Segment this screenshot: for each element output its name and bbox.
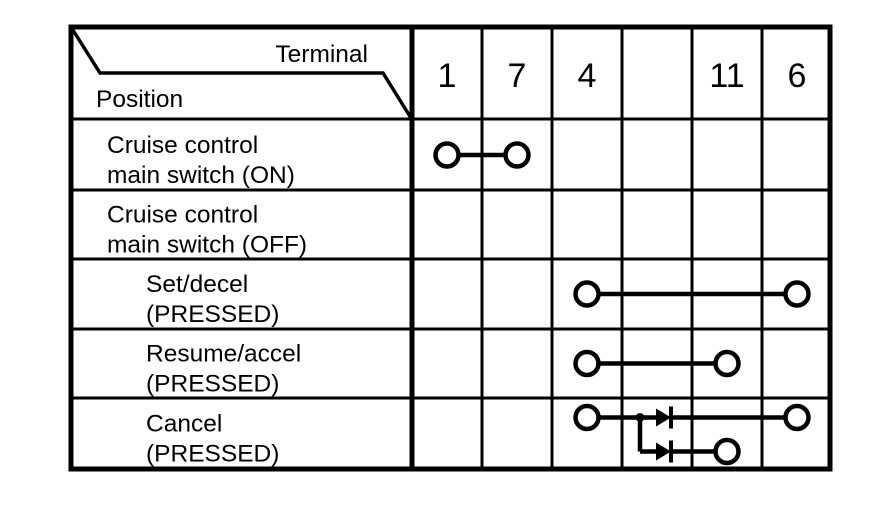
position-row-labels: Cruise control main switch (ON) Cruise con… [107, 132, 307, 468]
diode-icon [656, 408, 671, 427]
terminal-number: 6 [788, 57, 807, 95]
row-label-line: Resume/accel [146, 341, 301, 368]
row-label-line: Cruise control [107, 202, 258, 229]
terminal-contact-circle [433, 141, 461, 169]
row-label-line: (PRESSED) [146, 371, 279, 398]
terminal-contact-circle [573, 349, 601, 378]
row-label-line: main switch (ON) [107, 162, 295, 189]
row-label-line: (PRESSED) [146, 301, 279, 328]
row-label-line: Cruise control [107, 132, 258, 159]
terminal-contact-circle [783, 403, 811, 432]
terminal-column-headers: 1 7 4 11 6 [438, 57, 807, 95]
terminal-contact-circle [713, 437, 741, 466]
corner-terminal-label: Terminal [275, 41, 368, 68]
continuity-symbols [433, 141, 811, 466]
row-label-line: Set/decel [146, 271, 248, 298]
terminal-contact-circle [503, 141, 531, 169]
terminal-number: 4 [578, 57, 597, 95]
terminal-number: 1 [438, 57, 457, 95]
terminal-contact-circle [573, 280, 601, 308]
terminal-contact-circle [783, 280, 811, 308]
corner-position-label: Position [96, 86, 183, 113]
terminal-number: 7 [508, 57, 527, 95]
table-grid [68, 24, 833, 472]
terminal-contact-circle [713, 349, 741, 378]
terminal-contact-circle [573, 403, 601, 432]
row-label-line: main switch (OFF) [107, 232, 307, 259]
row-label-line: (PRESSED) [146, 441, 279, 468]
table-outer-border [68, 24, 833, 472]
row-label-line: Cancel [146, 411, 222, 438]
diode-icon [656, 442, 671, 461]
terminal-number: 11 [709, 57, 744, 95]
header-diagonal-divider [69, 26, 413, 119]
